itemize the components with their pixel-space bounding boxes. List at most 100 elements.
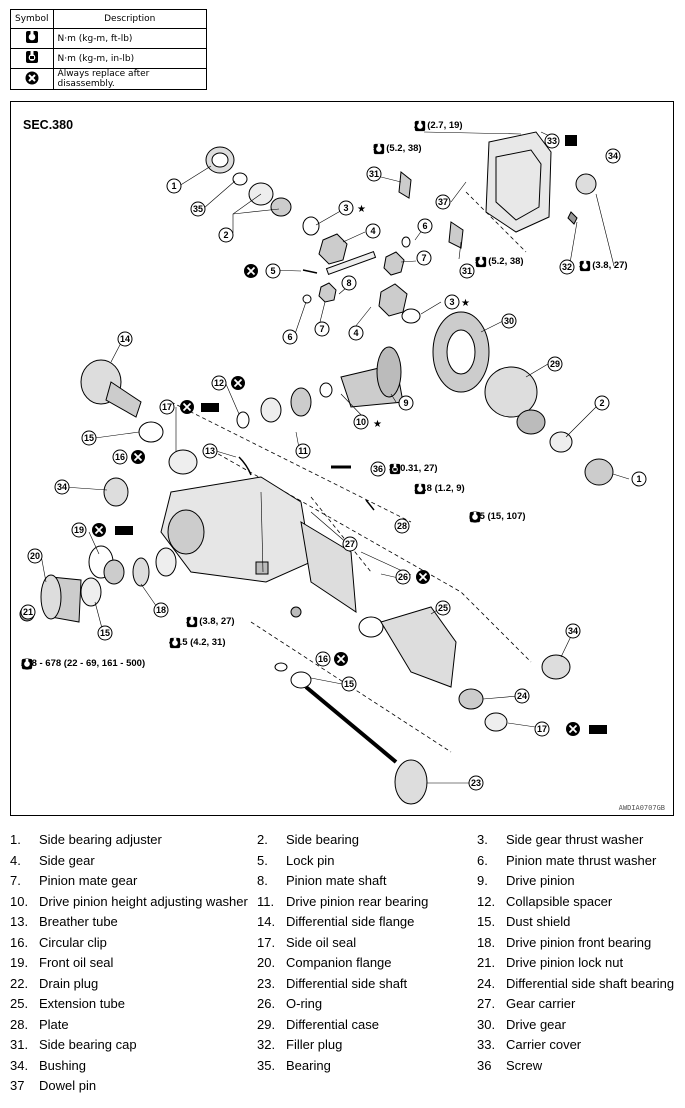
callout-15c: 15 — [341, 676, 357, 692]
torque-3: 3 (0.31, 27) — [389, 463, 438, 475]
svg-text:25: 25 — [438, 603, 448, 613]
svg-text:20: 20 — [30, 551, 40, 561]
svg-text:4: 4 — [370, 226, 375, 236]
legend-number: 21. — [477, 955, 496, 970]
legend-part-name: Side oil seal — [286, 934, 357, 950]
callout-5: 5 — [265, 263, 281, 279]
legend-number: 17. — [257, 934, 276, 950]
svg-text:17: 17 — [537, 724, 547, 734]
legend-part-name: Pinion mate gear — [39, 873, 138, 888]
legend-part-name: Drive pinion height adjusting washer — [39, 893, 248, 909]
description-header: Description — [52, 9, 208, 29]
legend-number: 12. — [477, 893, 496, 909]
legend-number: 24. — [477, 975, 496, 991]
callout-12: 12 — [211, 375, 227, 391]
legend-part-name: Collapsible spacer — [506, 893, 613, 909]
svg-text:16: 16 — [115, 452, 125, 462]
legend-number: 25. — [10, 996, 29, 1011]
symbol-desc-3: Always replace after disassembly. — [52, 68, 208, 90]
section-label: SEC.380 — [23, 118, 74, 132]
legend-part-name: Side gear — [39, 852, 95, 868]
legend-part-name: Drain plug — [39, 975, 99, 991]
legend-number: 8. — [257, 873, 268, 888]
legend-part-name: Circular clip — [39, 934, 107, 950]
svg-text:2: 2 — [223, 230, 228, 240]
callout-2b: 2 — [594, 395, 610, 411]
callout-1b: 1 — [631, 471, 647, 487]
legend-number: 33. — [477, 1037, 496, 1052]
svg-text:15: 15 — [100, 628, 110, 638]
svg-text:34: 34 — [57, 482, 67, 492]
svg-text:32: 32 — [562, 262, 572, 272]
torque-wrench-icon — [10, 28, 54, 49]
svg-text:21: 21 — [23, 607, 33, 617]
legend-number: 32. — [257, 1037, 276, 1052]
legend-part-name: Side bearing — [286, 832, 359, 847]
legend-part-name: Side bearing cap — [39, 1037, 137, 1052]
legend-part-name: Companion flange — [286, 955, 392, 970]
legend-part-name: Drive gear — [506, 1016, 566, 1032]
svg-text:6: 6 — [287, 332, 292, 342]
svg-text:★: ★ — [461, 298, 470, 309]
legend-number: 5. — [257, 852, 268, 868]
svg-text:17: 17 — [162, 402, 172, 412]
svg-text:11: 11 — [298, 446, 308, 456]
svg-text:16: 16 — [318, 654, 328, 664]
svg-text:1: 1 — [636, 474, 641, 484]
svg-text:15: 15 — [344, 679, 354, 689]
legend-number: 37 — [10, 1078, 25, 1093]
legend-part-name: Drive pinion rear bearing — [286, 893, 429, 909]
legend-part-name: Pinion mate thrust washer — [506, 852, 657, 868]
callout-27: 27 — [342, 536, 358, 552]
callout-30: 30 — [501, 313, 517, 329]
callout-18: 18 — [153, 602, 169, 618]
symbol-desc-2: N·m (kg-m, in-lb) — [52, 48, 208, 69]
seal-tool-icons — [115, 135, 607, 734]
legend-number: 36 — [477, 1057, 492, 1073]
callout-2: 2 — [218, 227, 234, 243]
diagram-drawing: 1 35 2 3 4 6 5 7 8 6 7 4 3 30 29 2 1 9 1… — [19, 131, 647, 805]
legend-part-name: Drive pinion — [506, 873, 575, 888]
legend-part-name: Dust shield — [506, 914, 571, 929]
legend-part-name: Drive pinion lock nut — [506, 955, 624, 970]
svg-text:37: 37 — [438, 197, 448, 207]
legend-part-name: Differential case — [286, 1016, 379, 1032]
callout-17: 17 — [159, 399, 175, 415]
callout-34c: 34 — [605, 148, 621, 164]
callout-29: 29 — [547, 356, 563, 372]
svg-text:31: 31 — [462, 266, 472, 276]
callout-15: 15 — [81, 430, 97, 446]
callout-7: 7 — [416, 250, 432, 266]
legend-number: 20. — [257, 955, 276, 970]
callout-26: 26 — [395, 569, 411, 585]
callout-14: 14 — [117, 331, 133, 347]
svg-text:2: 2 — [599, 398, 604, 408]
svg-text:34: 34 — [608, 151, 618, 161]
callout-31b: 31 — [459, 263, 475, 279]
legend-part-name: Differential side flange — [286, 914, 415, 929]
legend-part-name: Gear carrier — [506, 996, 576, 1011]
callout-7b: 7 — [314, 321, 330, 337]
legend-part-name: Extension tube — [39, 996, 126, 1011]
torque-51-b: 51 (5.2, 38) — [475, 256, 524, 268]
callout-4: 4 — [365, 223, 381, 239]
svg-text:7: 7 — [421, 253, 426, 263]
svg-text:19: 19 — [74, 525, 84, 535]
legend-number: 28. — [10, 1016, 29, 1032]
svg-text:12: 12 — [214, 378, 224, 388]
legend-part-name: Lock pin — [286, 852, 335, 868]
legend-number: 13. — [10, 914, 29, 929]
svg-text:13: 13 — [205, 446, 215, 456]
replace-icon — [10, 68, 54, 90]
callout-10: 10 — [353, 414, 369, 430]
legend-number: 9. — [477, 873, 488, 888]
svg-text:18: 18 — [156, 605, 166, 615]
legend-number: 34. — [10, 1057, 29, 1073]
svg-text:10: 10 — [356, 417, 366, 427]
legend-number: 19. — [10, 955, 29, 970]
callout-34b: 34 — [565, 623, 581, 639]
svg-text:5: 5 — [270, 266, 275, 276]
svg-text:31: 31 — [369, 169, 379, 179]
symbol-desc-1: N·m (kg-m, ft-lb) — [52, 28, 208, 49]
legend-part-name: Carrier cover — [506, 1037, 582, 1052]
